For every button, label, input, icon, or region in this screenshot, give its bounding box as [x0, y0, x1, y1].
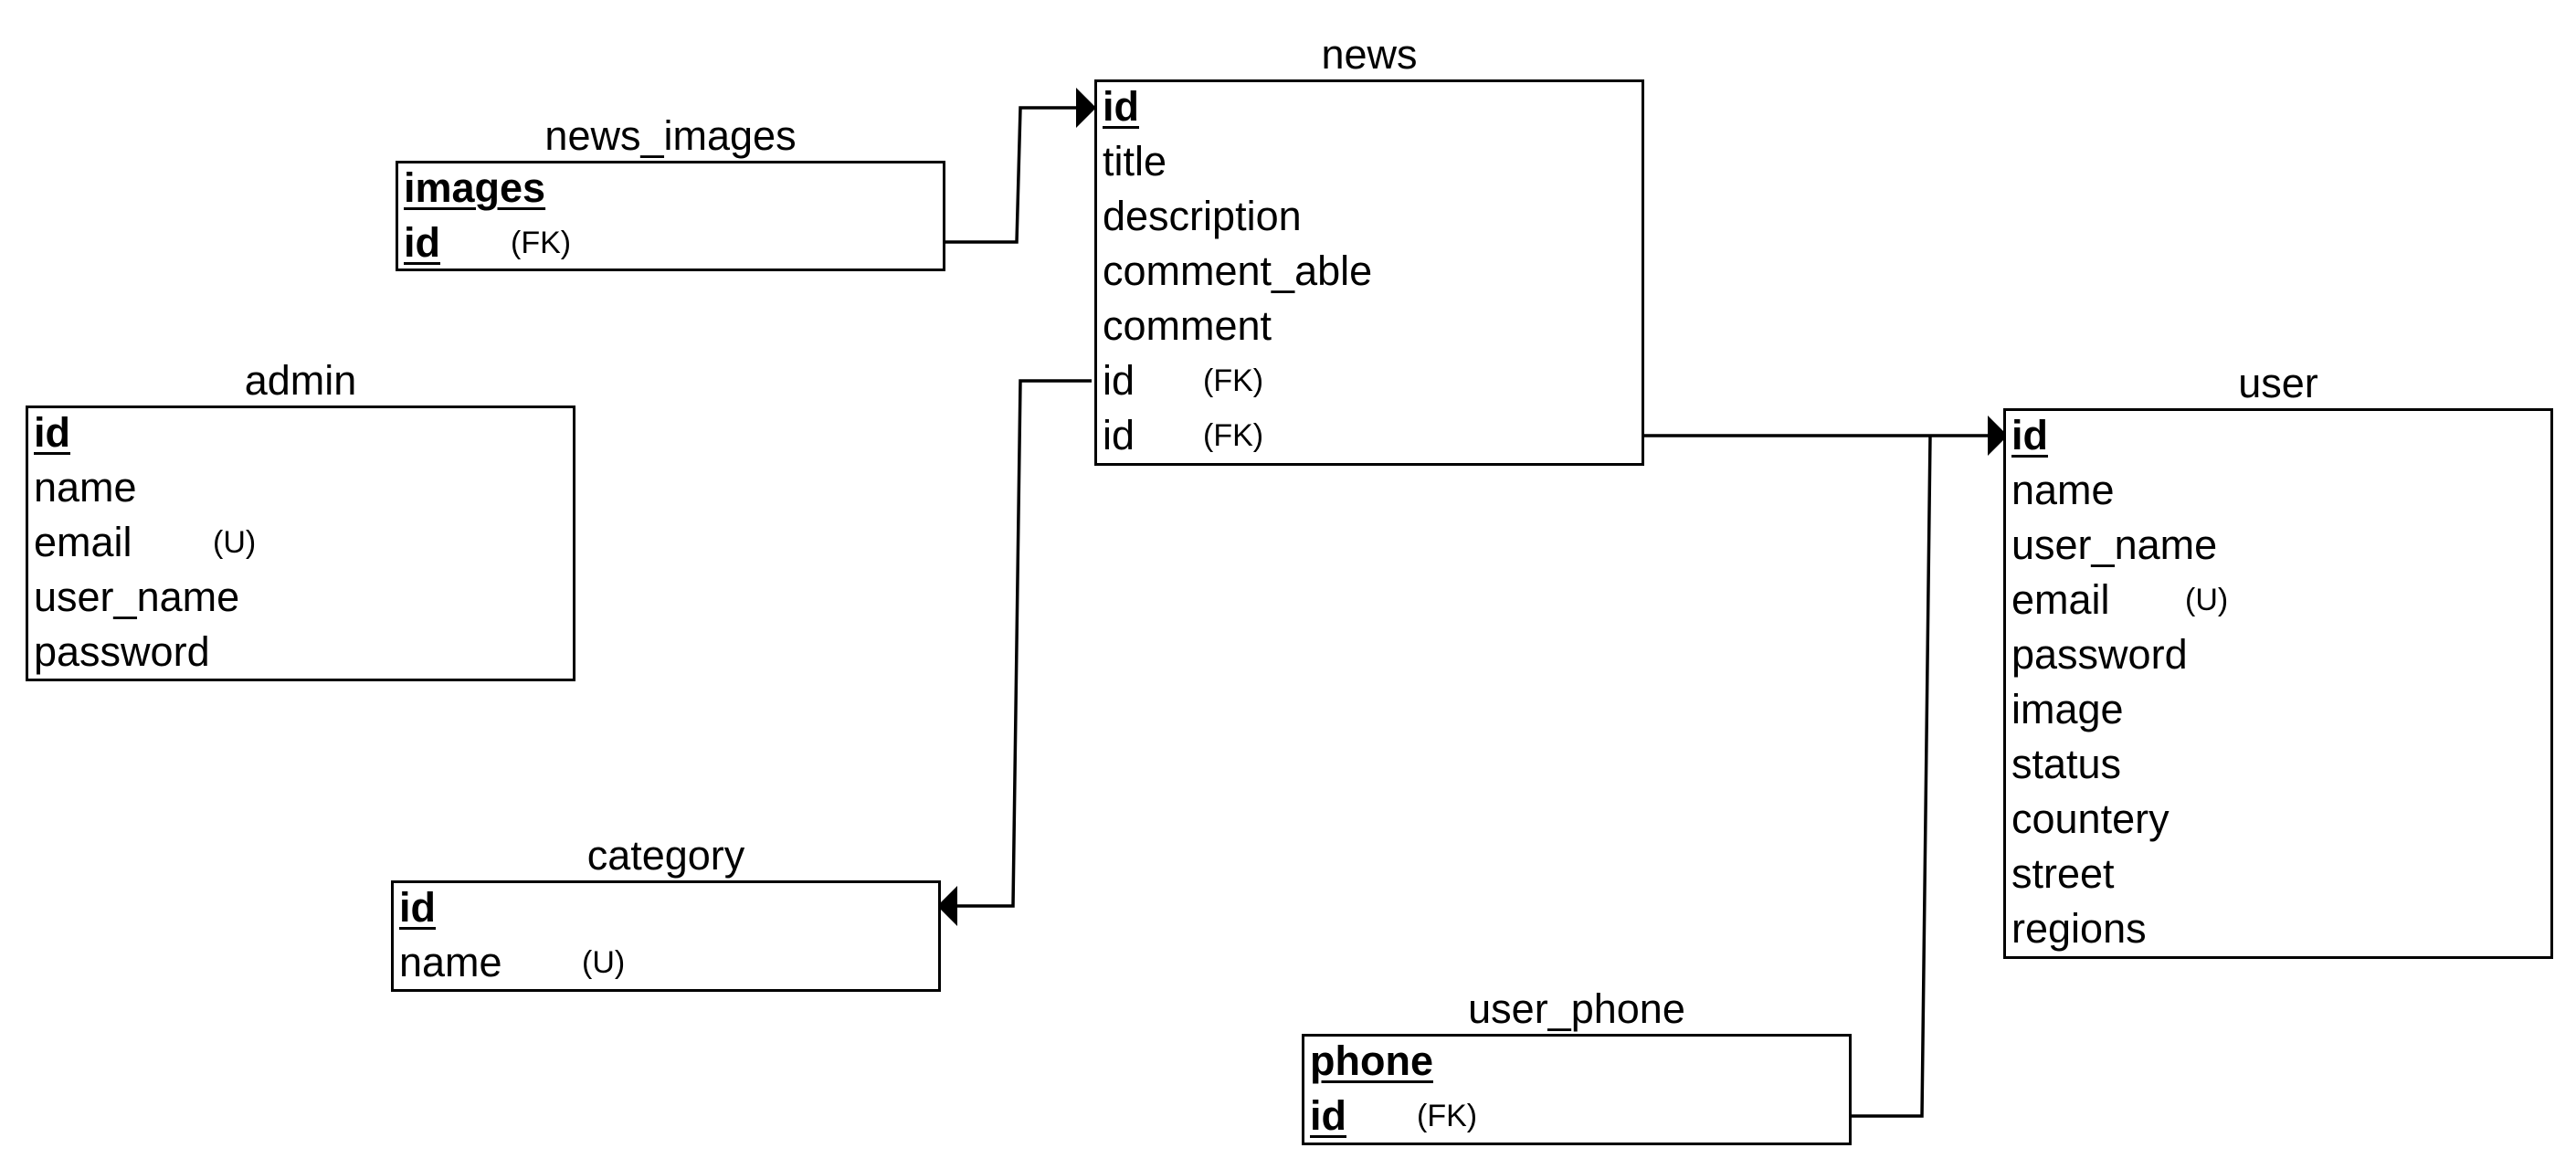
- link-news-to-category: [951, 379, 1092, 908]
- attribute-tag: (U): [2185, 583, 2229, 617]
- attribute-row: email (U): [34, 515, 256, 570]
- attribute-row: password: [2011, 627, 2188, 682]
- entity-title: news_images: [544, 112, 797, 159]
- attribute-row: id (FK): [404, 216, 571, 270]
- attribute-row: title: [1103, 134, 1167, 189]
- attribute-name: email: [34, 519, 132, 565]
- attribute-row: status: [2011, 737, 2121, 792]
- attribute-name: name: [34, 464, 137, 511]
- attribute-name: name: [2011, 467, 2115, 513]
- attribute-name: street: [2011, 850, 2115, 897]
- entity-title: news: [1321, 31, 1418, 78]
- attribute-row: user_name: [34, 570, 239, 625]
- attribute-name: email: [2011, 576, 2110, 623]
- entity-title: user: [2238, 360, 2318, 406]
- attribute-tag: (FK): [1203, 363, 1264, 398]
- attribute-row: password: [34, 625, 210, 679]
- attribute-row: phone: [1310, 1034, 1433, 1089]
- entity-user-phone: user_phone phone id (FK): [1302, 986, 1852, 1145]
- attribute-name: id: [404, 219, 440, 266]
- attribute-name: phone: [1310, 1037, 1433, 1084]
- entity-title: category: [586, 832, 745, 879]
- attribute-name: regions: [2011, 905, 2147, 952]
- attribute-name: comment_able: [1103, 247, 1373, 294]
- attribute-name: id: [34, 409, 70, 456]
- entity-title: admin: [244, 357, 357, 404]
- attribute-name: description: [1103, 193, 1302, 239]
- attribute-row: id: [1103, 79, 1139, 134]
- attribute-name: countery: [2011, 795, 2170, 842]
- attribute-row: regions: [2011, 901, 2147, 956]
- entity-box: images id (FK): [396, 161, 945, 271]
- entity-user: user id name user_name email (U) password…: [2003, 361, 2553, 959]
- attribute-row: id (FK): [1103, 408, 1263, 463]
- entity-news-images: news_images images id (FK): [396, 113, 945, 271]
- arrow-into-news: [1076, 88, 1096, 128]
- attribute-tag: (FK): [1417, 1099, 1478, 1133]
- entity-news: news id title description comment_able c…: [1094, 32, 1644, 466]
- attribute-name: password: [34, 628, 210, 675]
- entity-box: id name email (U) user_name password: [26, 405, 575, 681]
- attribute-name: images: [404, 164, 546, 211]
- entity-admin: admin id name email (U) user_name passwor…: [26, 358, 575, 681]
- attribute-name: id: [2011, 412, 2048, 458]
- arrow-into-user: [1988, 416, 2008, 456]
- entity-box: id name user_name email (U) password imag…: [2003, 408, 2553, 959]
- arrow-into-category: [937, 886, 957, 926]
- attribute-tag: (FK): [511, 226, 572, 260]
- attribute-name: title: [1103, 138, 1167, 184]
- attribute-row: comment_able: [1103, 244, 1372, 299]
- attribute-row: id (FK): [1310, 1089, 1477, 1143]
- attribute-row: images: [404, 161, 545, 216]
- attribute-name: comment: [1103, 302, 1272, 349]
- attribute-row: comment: [1103, 299, 1272, 353]
- attribute-row: user_name: [2011, 518, 2217, 573]
- attribute-row: name: [2011, 463, 2115, 518]
- attribute-row: id (FK): [1103, 353, 1263, 408]
- attribute-row: name (U): [399, 935, 625, 990]
- entity-box: phone id (FK): [1302, 1034, 1852, 1145]
- attribute-row: email (U): [2011, 573, 2228, 627]
- link-user-phone-to-user: [1852, 435, 1932, 1118]
- attribute-tag: (U): [213, 525, 257, 560]
- entity-title: user_phone: [1468, 985, 1685, 1032]
- attribute-name: id: [399, 884, 436, 931]
- attribute-name: id: [1103, 412, 1135, 458]
- attribute-name: name: [399, 939, 502, 985]
- entity-category: category id name (U): [391, 833, 941, 992]
- attribute-name: id: [1103, 357, 1135, 404]
- attribute-name: user_name: [2011, 521, 2218, 568]
- entity-box: id name (U): [391, 880, 941, 992]
- attribute-name: user_name: [34, 574, 240, 620]
- entity-box: id title description comment_able commen…: [1094, 79, 1644, 466]
- attribute-tag: (U): [582, 945, 626, 980]
- attribute-row: id: [399, 880, 436, 935]
- attribute-row: street: [2011, 847, 2115, 901]
- attribute-row: id: [34, 405, 70, 460]
- attribute-name: id: [1103, 83, 1139, 130]
- attribute-name: password: [2011, 631, 2188, 678]
- attribute-row: id: [2011, 408, 2048, 463]
- attribute-name: id: [1310, 1092, 1346, 1139]
- attribute-row: countery: [2011, 792, 2170, 847]
- attribute-row: name: [34, 460, 137, 515]
- attribute-name: status: [2011, 741, 2122, 787]
- attribute-tag: (FK): [1203, 418, 1264, 453]
- attribute-row: description: [1103, 189, 1302, 244]
- attribute-name: image: [2011, 686, 2124, 732]
- attribute-row: image: [2011, 682, 2124, 737]
- link-news-images-to-news: [945, 106, 1076, 244]
